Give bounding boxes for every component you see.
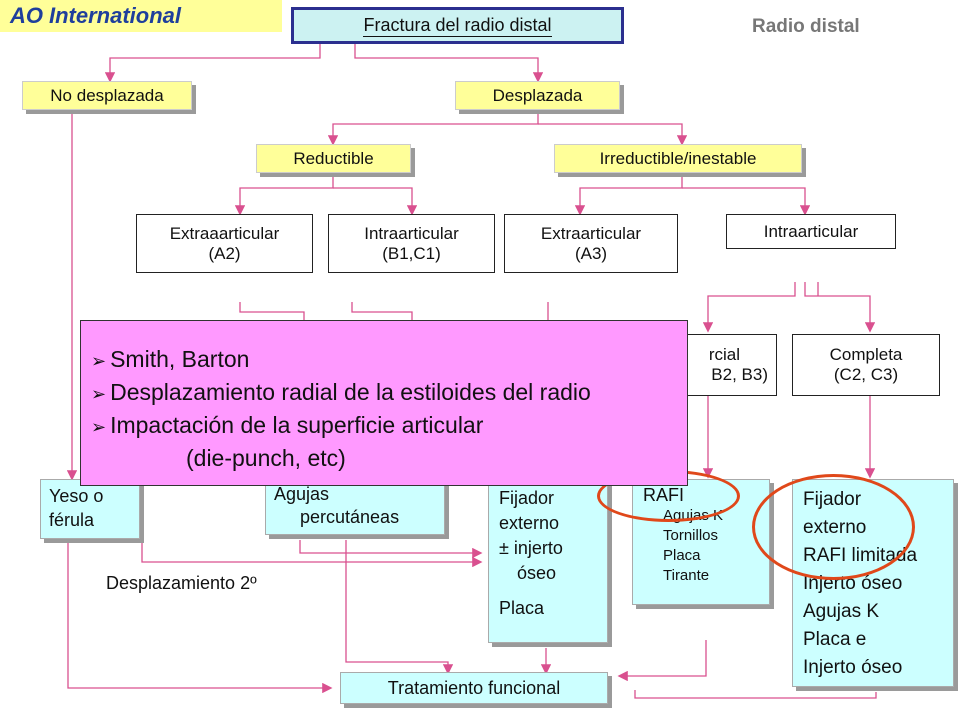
node-completa-line1: Completa (829, 345, 903, 364)
agujas-line2: percutáneas (300, 507, 400, 527)
popup-item-2-text: Desplazamiento radial de la estiloides d… (110, 379, 591, 405)
completa-tx-line5: Agujas K (803, 601, 880, 622)
logo-ao: AO (10, 3, 43, 28)
yeso-line2: férula (49, 510, 95, 530)
arrow-bullet-icon: ➢ (91, 384, 107, 404)
completa-tx-line6: Placa e (803, 629, 867, 650)
rafi-item-2: Tornillos (663, 527, 719, 544)
node-intraarticular-b1c1: Intraarticular (B1,C1) (328, 214, 495, 273)
node-extraarticular-a2: Extraaarticular (A2) (136, 214, 313, 273)
node-b1c1-line1: Intraarticular (364, 223, 459, 243)
arrow-bullet-icon: ➢ (91, 417, 107, 437)
popup-continuation: (die-punch, etc) (186, 445, 346, 471)
node-a3-line1: Extraarticular (540, 223, 642, 243)
fijador-line4: óseo (517, 563, 557, 583)
node-intraarticular: Intraarticular (726, 214, 896, 249)
fijador-line6: Placa (499, 598, 545, 618)
node-tratamiento-funcional: Tratamiento funcional (340, 672, 608, 704)
node-a3-line2: (A3) (574, 243, 608, 263)
node-completa-line2: (C2, C3) (833, 365, 899, 384)
completa-tx-line7: Injerto óseo (803, 657, 903, 678)
page-title: Fractura del radio distal (363, 14, 552, 37)
node-desplazada: Desplazada (455, 81, 620, 110)
info-popup: ➢Smith, Barton ➢Desplazamiento radial de… (80, 320, 688, 486)
node-reductible: Reductible (256, 144, 411, 173)
fijador-line3: ± injerto (499, 538, 563, 558)
rafi-item-3: Placa (663, 547, 701, 564)
fijador-line1: Fijador (499, 488, 555, 508)
desplazamiento-label: Desplazamiento 2º (106, 573, 257, 593)
popup-item-1: ➢Smith, Barton (91, 343, 687, 376)
arrow-bullet-icon: ➢ (91, 351, 107, 371)
node-a2-line2: (A2) (208, 243, 241, 263)
node-no-desplazada: No desplazada (22, 81, 192, 110)
treatment-yeso: Yeso o férula (40, 479, 140, 539)
node-irreductible: Irreductible/inestable (554, 144, 802, 173)
node-b1c1-line2: (B1,C1) (382, 243, 441, 263)
logo-international: International (49, 3, 182, 28)
highlight-circle-fijador (752, 474, 915, 580)
popup-item-1-text: Smith, Barton (110, 346, 250, 372)
treatment-fijador: Fijador externo ± injerto óseo Placa (488, 479, 608, 643)
node-parcial-line1: rcial (708, 345, 740, 364)
treatment-agujas: Agujas percutáneas (265, 479, 445, 535)
popup-item-3: ➢Impactación de la superficie articular (91, 409, 687, 442)
fijador-line2: externo (499, 513, 560, 533)
yeso-line1: Yeso o (49, 486, 104, 506)
rafi-item-4: Tirante (663, 567, 710, 584)
ao-logo: AO International (0, 0, 282, 32)
node-extraarticular-a3: Extraarticular (A3) (504, 214, 678, 273)
node-a2-line1: Extraaarticular (169, 223, 280, 243)
node-completa: Completa (C2, C3) (792, 334, 940, 396)
agujas-line1: Agujas (274, 484, 330, 504)
node-parcial-line2: B2, B3) (711, 365, 768, 384)
page-title-box: Fractura del radio distal (291, 7, 624, 44)
popup-item-3-text: Impactación de la superficie articular (110, 412, 484, 438)
popup-item-2: ➢Desplazamiento radial de la estiloides … (91, 376, 687, 409)
section-label: Radio distal (752, 16, 860, 37)
